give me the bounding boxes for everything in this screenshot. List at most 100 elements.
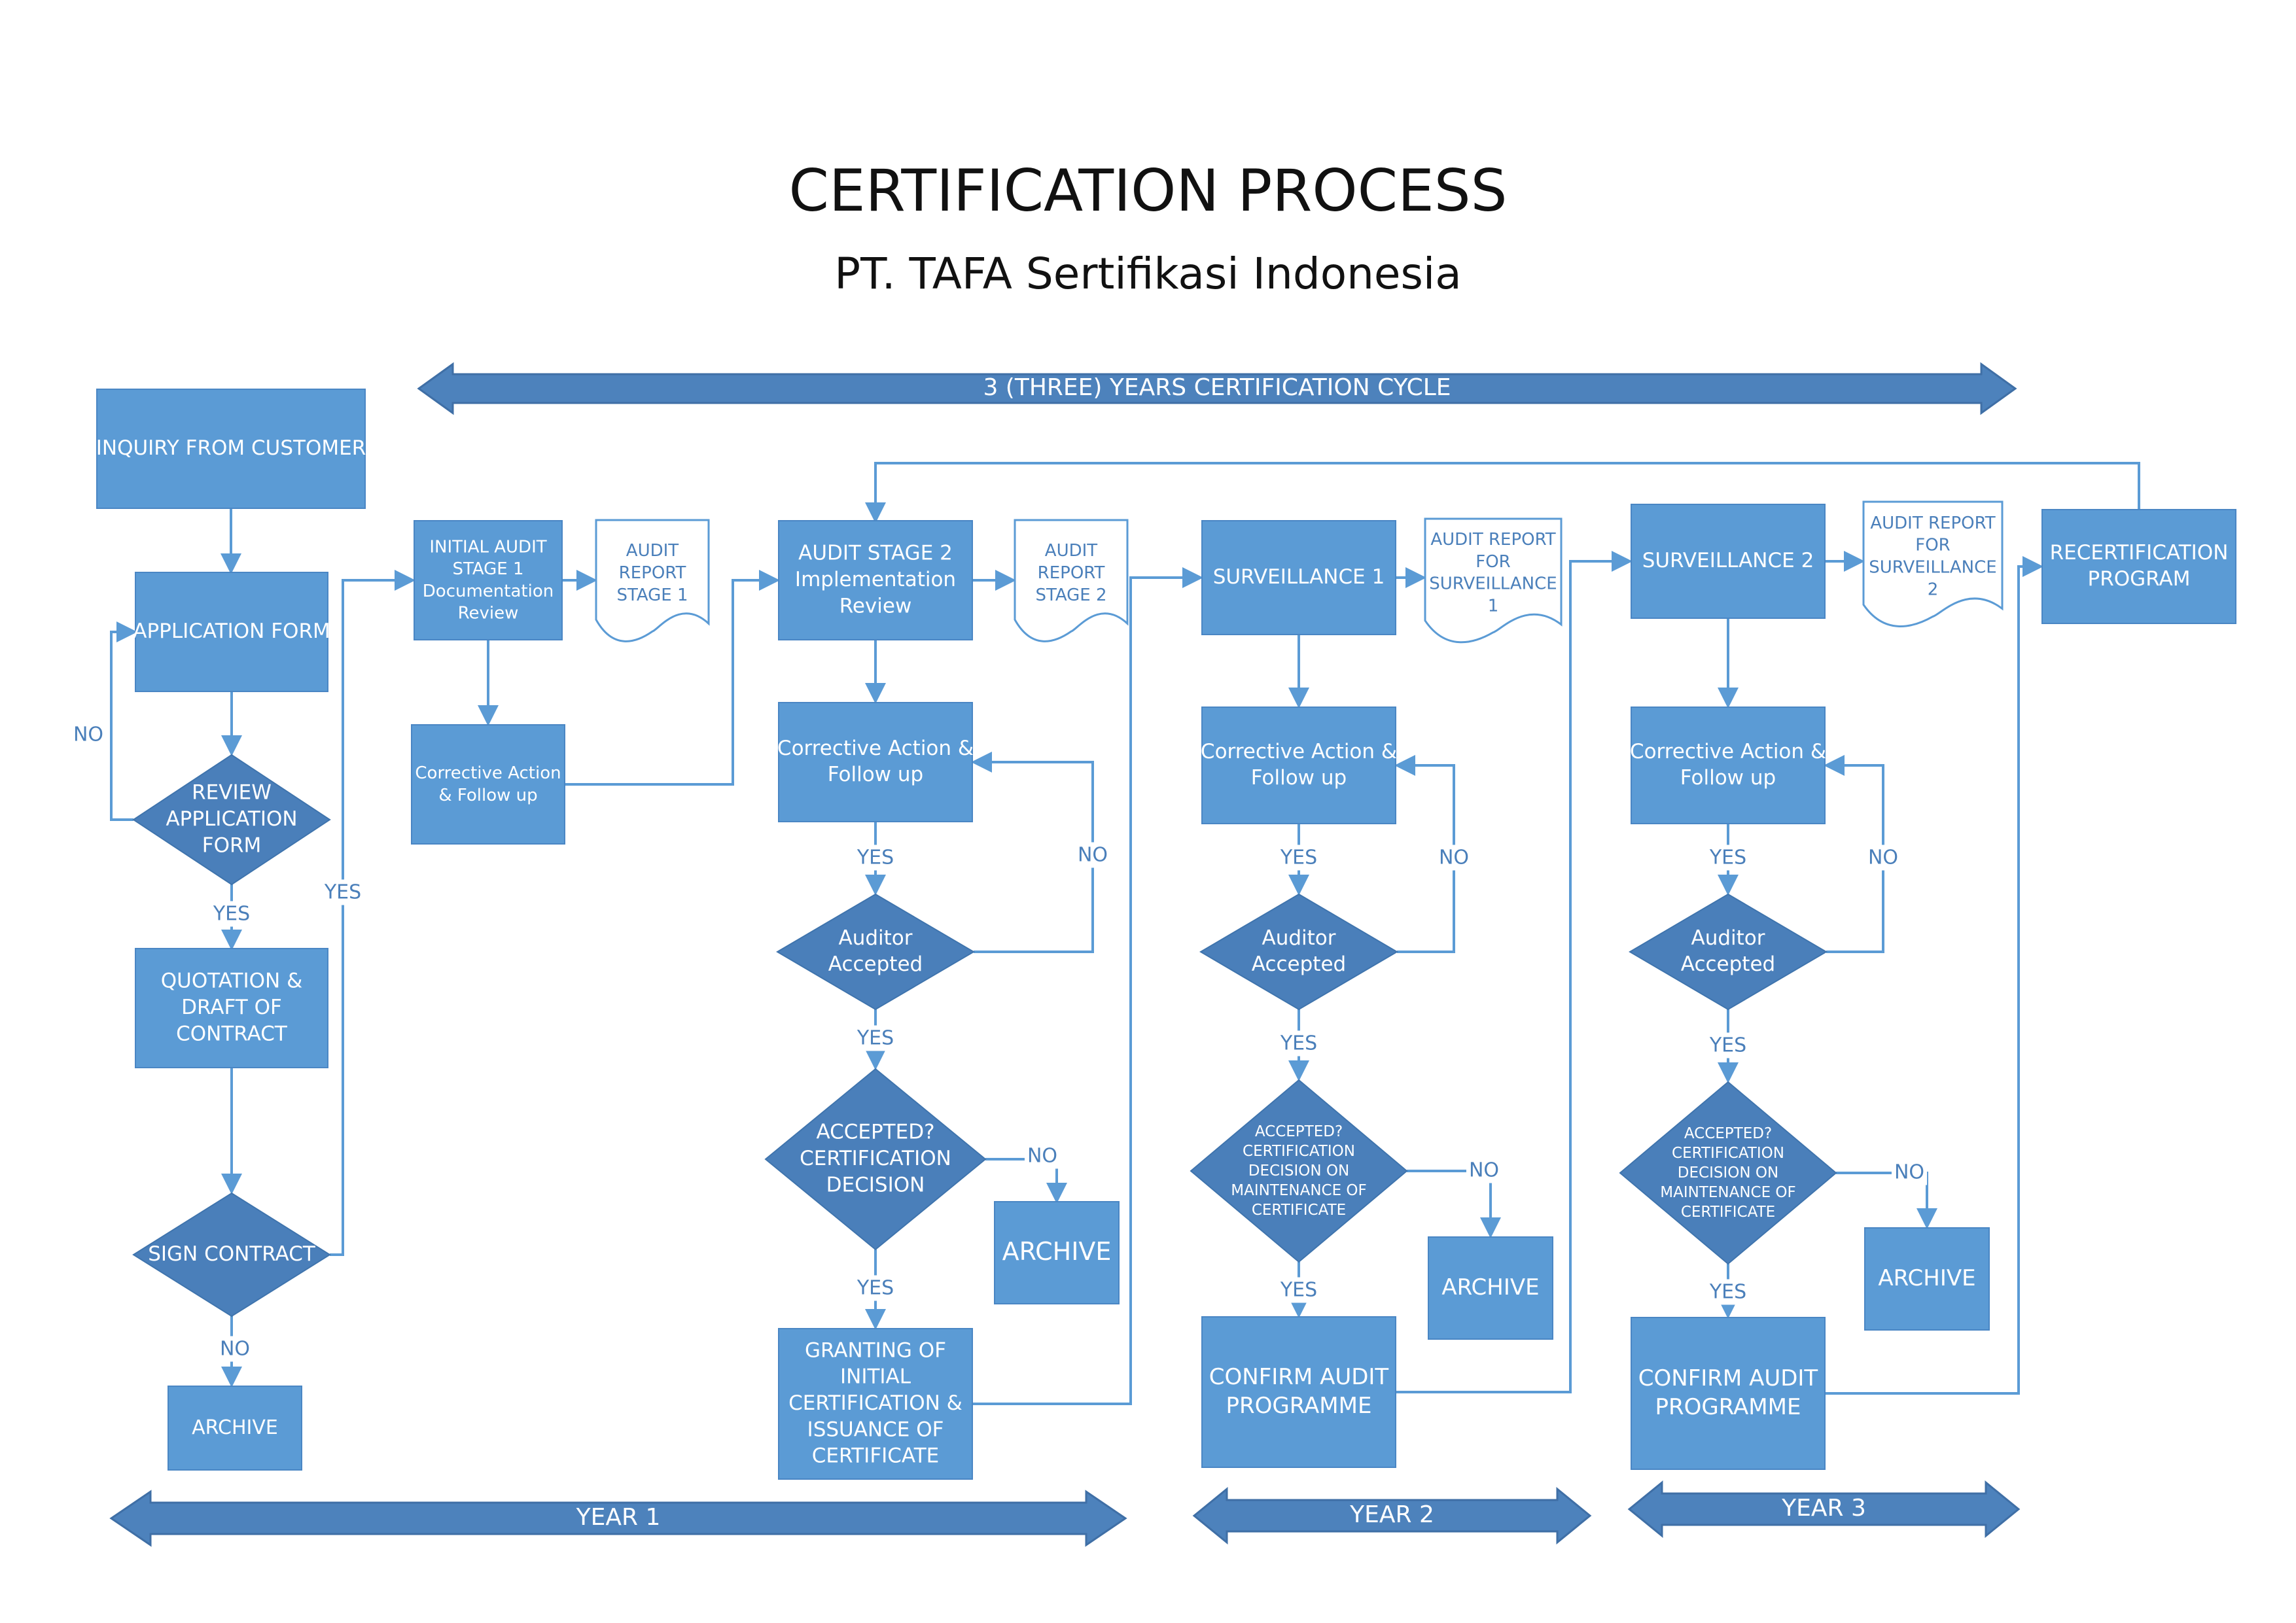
initial-audit-shape — [414, 520, 563, 640]
auditor-accepted-2-shape — [1199, 893, 1398, 1011]
audit-stage2-shape — [778, 520, 973, 640]
surveillance-2-node: SURVEILLANCE 2 — [1631, 504, 1826, 619]
page-subtitle: PT. TAFA Sertifikasi Indonesia — [834, 249, 1462, 299]
archive-1-text: ARCHIVE — [192, 1416, 278, 1439]
label-no-sign: NO — [220, 1338, 250, 1361]
corrective-stage2-shape — [778, 702, 973, 822]
inquiry-shape — [96, 389, 366, 509]
label-yes-review: YES — [213, 903, 250, 926]
archive-2-text: ARCHIVE — [1002, 1237, 1112, 1266]
year3-banner-label: YEAR 3 — [1781, 1495, 1866, 1522]
archive-2-node: ARCHIVE — [994, 1201, 1120, 1304]
report-surv1-shape — [1424, 517, 1563, 644]
label-no-s2-loop: NO — [1078, 844, 1108, 867]
label-backing — [1277, 845, 1320, 871]
corrective-surv1-text: Corrective Action &Follow up — [1201, 739, 1397, 789]
label-backing — [1706, 1032, 1750, 1058]
label-backing — [1436, 845, 1472, 871]
surveillance-2-text: SURVEILLANCE 2 — [1642, 549, 1814, 572]
year2-banner-shape — [1192, 1487, 1592, 1544]
label-backing — [217, 1336, 253, 1362]
edge-sign-initial — [330, 570, 415, 1256]
label-no-review: NO — [73, 724, 103, 746]
confirm-1-shape — [1201, 1316, 1396, 1468]
label-yes-sv1-ca: YES — [1280, 846, 1317, 869]
label-yes-sv2-acc: YES — [1709, 1034, 1746, 1057]
corrective-surv2-node: Corrective Action &Follow up — [1630, 707, 1826, 824]
label-yes-sv2-ca: YES — [1709, 846, 1746, 869]
surveillance-2-shape — [1631, 504, 1826, 619]
year3-banner: YEAR 3 — [1627, 1480, 2021, 1538]
year1-banner: YEAR 1 — [109, 1490, 1127, 1547]
corrective-stage1-text: Corrective Action& Follow up — [415, 763, 561, 805]
label-backing — [1891, 1159, 1928, 1185]
inquiry-text: INQUIRY FROM CUSTOMER — [96, 436, 366, 460]
corrective-stage1-shape — [411, 724, 565, 845]
application-form-shape — [135, 572, 328, 692]
label-yes-sv2-dec: YES — [1709, 1281, 1746, 1304]
year2-banner-label: YEAR 2 — [1349, 1501, 1434, 1528]
corrective-surv1-node: Corrective Action &Follow up — [1201, 707, 1397, 824]
corrective-surv2-shape — [1631, 707, 1826, 824]
report-stage2-shape — [1014, 519, 1129, 642]
recertification-shape — [2041, 509, 2236, 624]
edge-confirm2-recert — [1825, 556, 2043, 1395]
corrective-stage2-node: Corrective Action &Follow up — [777, 702, 974, 822]
edge-accepted1-no-loop — [971, 752, 1094, 953]
label-backing — [1706, 1279, 1750, 1305]
label-no-sv1-loop: NO — [1439, 846, 1469, 869]
label-backing — [1865, 845, 1901, 871]
edge-confirm1-surv2 — [1396, 551, 1633, 1393]
label-no-sv2-loop: NO — [1868, 846, 1898, 869]
edge-granting-surv1 — [972, 567, 1203, 1405]
archive-3-text: ARCHIVE — [1441, 1274, 1539, 1300]
archive-4-text: ARCHIVE — [1878, 1265, 1975, 1291]
sign-contract-text: SIGN CONTRACT — [148, 1242, 316, 1266]
maintenance-decision-1-shape — [1190, 1079, 1408, 1263]
edge-corrective1-stage2 — [565, 570, 780, 786]
label-backing — [853, 845, 897, 871]
edge-recert-stage2 — [865, 462, 2140, 523]
auditor-accepted-1-shape — [776, 893, 975, 1011]
label-backing — [1074, 842, 1111, 868]
cycle-banner-shape — [417, 362, 2017, 415]
edge-review-no-loop — [110, 621, 137, 821]
quotation-shape — [135, 948, 328, 1068]
archive-1-shape — [168, 1386, 302, 1471]
label-no-sv2-dec: NO — [1894, 1161, 1924, 1184]
archive-2-shape — [994, 1201, 1120, 1304]
label-backing — [1706, 845, 1750, 871]
sign-contract-node: SIGN CONTRACT — [132, 1192, 331, 1318]
cycle-banner-label: 3 (THREE) YEARS CERTIFICATION CYCLE — [983, 374, 1451, 401]
cert-decision-shape — [764, 1068, 987, 1251]
surveillance-1-text: SURVEILLANCE 1 — [1213, 565, 1385, 589]
confirm-2-shape — [1631, 1317, 1826, 1470]
label-backing — [70, 722, 107, 748]
surveillance-1-node: SURVEILLANCE 1 — [1201, 520, 1396, 635]
label-backing — [1277, 1277, 1320, 1303]
